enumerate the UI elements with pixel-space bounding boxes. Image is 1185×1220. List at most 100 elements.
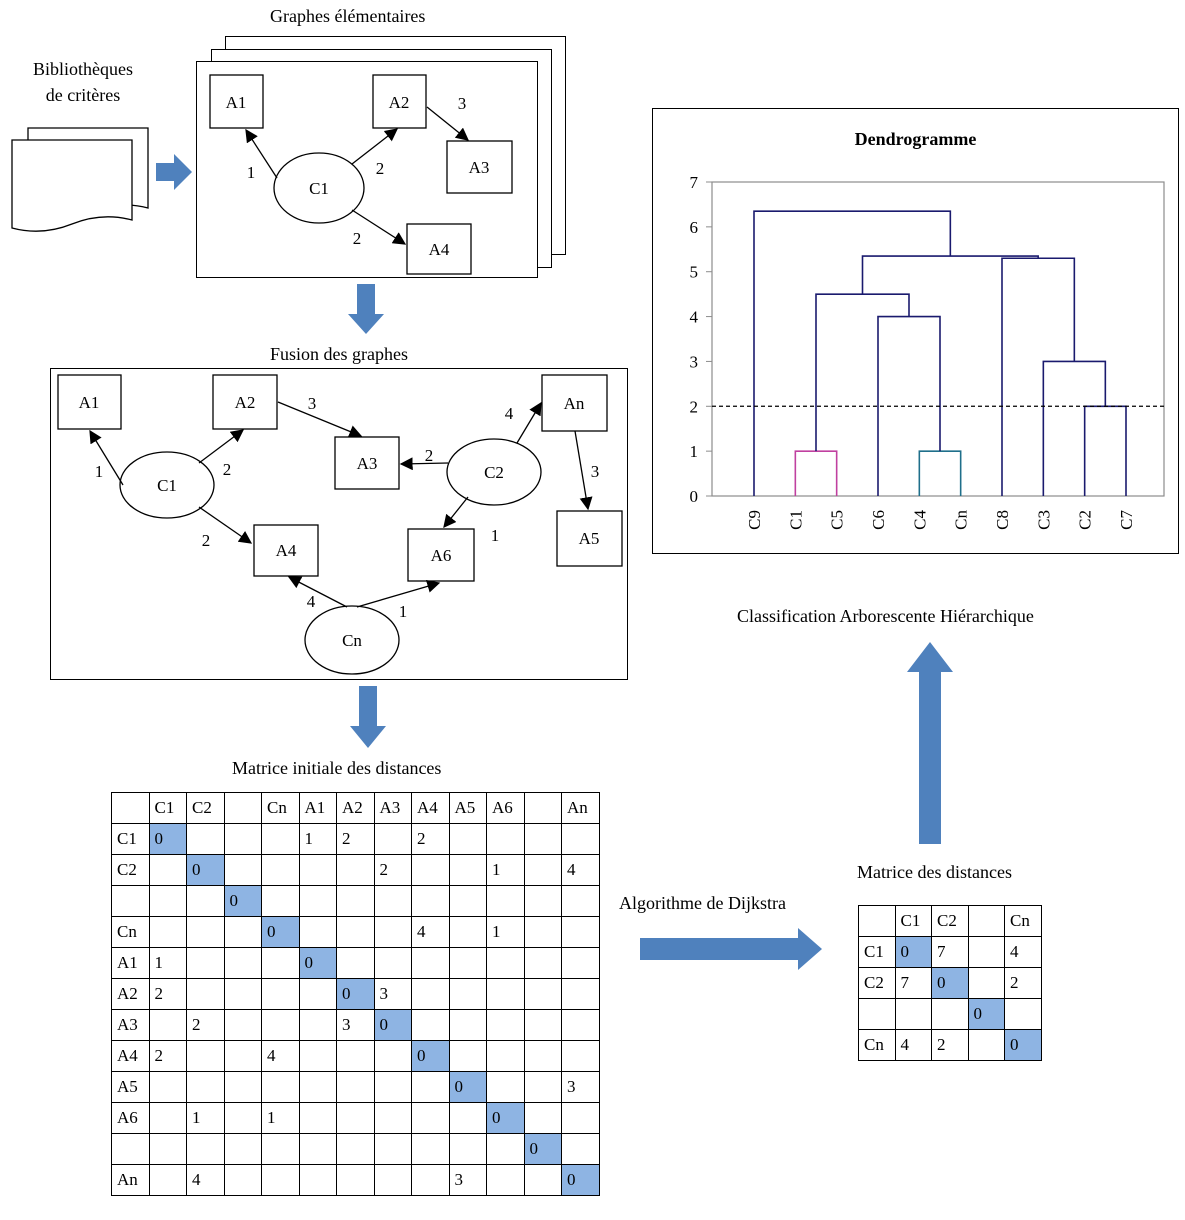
matrix-cell (523, 978, 562, 1010)
matrix-cell (336, 885, 375, 917)
matrix-row: 0 (111, 1133, 600, 1165)
matrix-cell (486, 947, 525, 979)
dijkstra-label: Algorithme de Dijkstra (619, 893, 786, 913)
y-tick-label: 0 (690, 487, 699, 506)
matrix-cell (186, 823, 225, 855)
matrix-cell (373, 947, 412, 979)
y-tick-label: 4 (690, 308, 699, 327)
matrix-cell (561, 1133, 600, 1165)
matrix-cell (223, 1164, 262, 1196)
matrix-cell (261, 885, 300, 917)
node-c1-label: C1 (309, 179, 329, 198)
matrix-cell: 4 (894, 1029, 932, 1061)
matrix-cell: 0 (298, 947, 337, 979)
matrix-row-label: A2 (111, 978, 150, 1010)
matrix-cell (261, 947, 300, 979)
matrix-cell (373, 1164, 412, 1196)
initial-matrix-title: Matrice initiale des distances (232, 758, 442, 778)
y-tick-label: 3 (690, 352, 699, 371)
weight-label: 2 (223, 460, 232, 479)
matrix-header-cell: C1 (148, 792, 187, 824)
matrix-cell (967, 936, 1005, 968)
matrix-cell: 2 (373, 854, 412, 886)
matrix-cell (223, 916, 262, 948)
matrix-cell (261, 823, 300, 855)
node-c2-label: C2 (484, 463, 504, 482)
matrix-cell (223, 947, 262, 979)
dendrogram-link (1001, 257, 1076, 496)
matrix-cell (373, 1102, 412, 1134)
matrix-cell: 3 (448, 1164, 487, 1196)
matrix-cell (411, 854, 450, 886)
matrix-cell: 0 (561, 1164, 600, 1196)
matrix-cell: 2 (931, 1029, 969, 1061)
matrix-cell (261, 1071, 300, 1103)
matrix-cell (261, 1164, 300, 1196)
matrix-row-label: A4 (111, 1040, 150, 1072)
matrix-cell (523, 1102, 562, 1134)
matrix-row-label: A5 (111, 1071, 150, 1103)
matrix-cell (373, 1040, 412, 1072)
matrix-cell (261, 978, 300, 1010)
weight-label: 4 (307, 592, 316, 611)
matrix-cell (336, 1040, 375, 1072)
node-a2-label: A2 (235, 393, 256, 412)
weight-label: 1 (247, 163, 256, 182)
weight-label: 2 (202, 531, 211, 550)
matrix-cell: 0 (967, 998, 1005, 1030)
leaf-label: Cn (952, 510, 971, 530)
matrix-cell (448, 1009, 487, 1041)
matrix-row-label: A6 (111, 1102, 150, 1134)
matrix-row-label: Cn (858, 1029, 896, 1061)
matrix-header-cell: A4 (411, 792, 450, 824)
node-a5 (556, 510, 623, 567)
y-tick-label: 7 (690, 173, 699, 192)
node-a5-label: A5 (579, 529, 600, 548)
y-tick-label: 5 (690, 263, 699, 282)
matrix-cell: 0 (261, 916, 300, 948)
matrix-cell: 3 (373, 978, 412, 1010)
matrix-cell: 2 (148, 1040, 187, 1072)
matrix-cell: 1 (186, 1102, 225, 1134)
matrix-cell: 7 (931, 936, 969, 968)
matrix-cell: 4 (261, 1040, 300, 1072)
libraries-label: Bibliothèques de critères (18, 56, 148, 108)
matrix-cell: 1 (148, 947, 187, 979)
matrix-cell (336, 1133, 375, 1165)
matrix-cell (486, 1040, 525, 1072)
matrix-cell (967, 967, 1005, 999)
node-a2-label: A2 (389, 93, 410, 112)
matrix-header-cell: A3 (373, 792, 412, 824)
matrix-cell (931, 998, 969, 1030)
matrix-header-cell: A5 (448, 792, 487, 824)
matrix-cell (561, 1040, 600, 1072)
matrix-cell (448, 823, 487, 855)
matrix-cell (298, 978, 337, 1010)
weight-label: 3 (591, 462, 600, 481)
matrix-cell: 0 (931, 967, 969, 999)
matrix-cell (373, 1071, 412, 1103)
matrix-cell (967, 1029, 1005, 1061)
matrix-cell (561, 885, 600, 917)
matrix-cell (261, 1133, 300, 1165)
dendrogram-link (1042, 360, 1107, 496)
matrix-cell: 0 (1004, 1029, 1042, 1061)
dendrogram-link (918, 450, 962, 496)
matrix-cell (223, 978, 262, 1010)
matrix-cell (486, 1133, 525, 1165)
matrix-row-label: C1 (858, 936, 896, 968)
leaf-label: C4 (910, 510, 929, 530)
matrix-cell (561, 823, 600, 855)
matrix-cell (336, 1164, 375, 1196)
matrix-cell (448, 854, 487, 886)
matrix-cell (261, 1009, 300, 1041)
matrix-cell (448, 1040, 487, 1072)
node-a2 (212, 374, 278, 430)
weight-label: 2 (376, 159, 385, 178)
